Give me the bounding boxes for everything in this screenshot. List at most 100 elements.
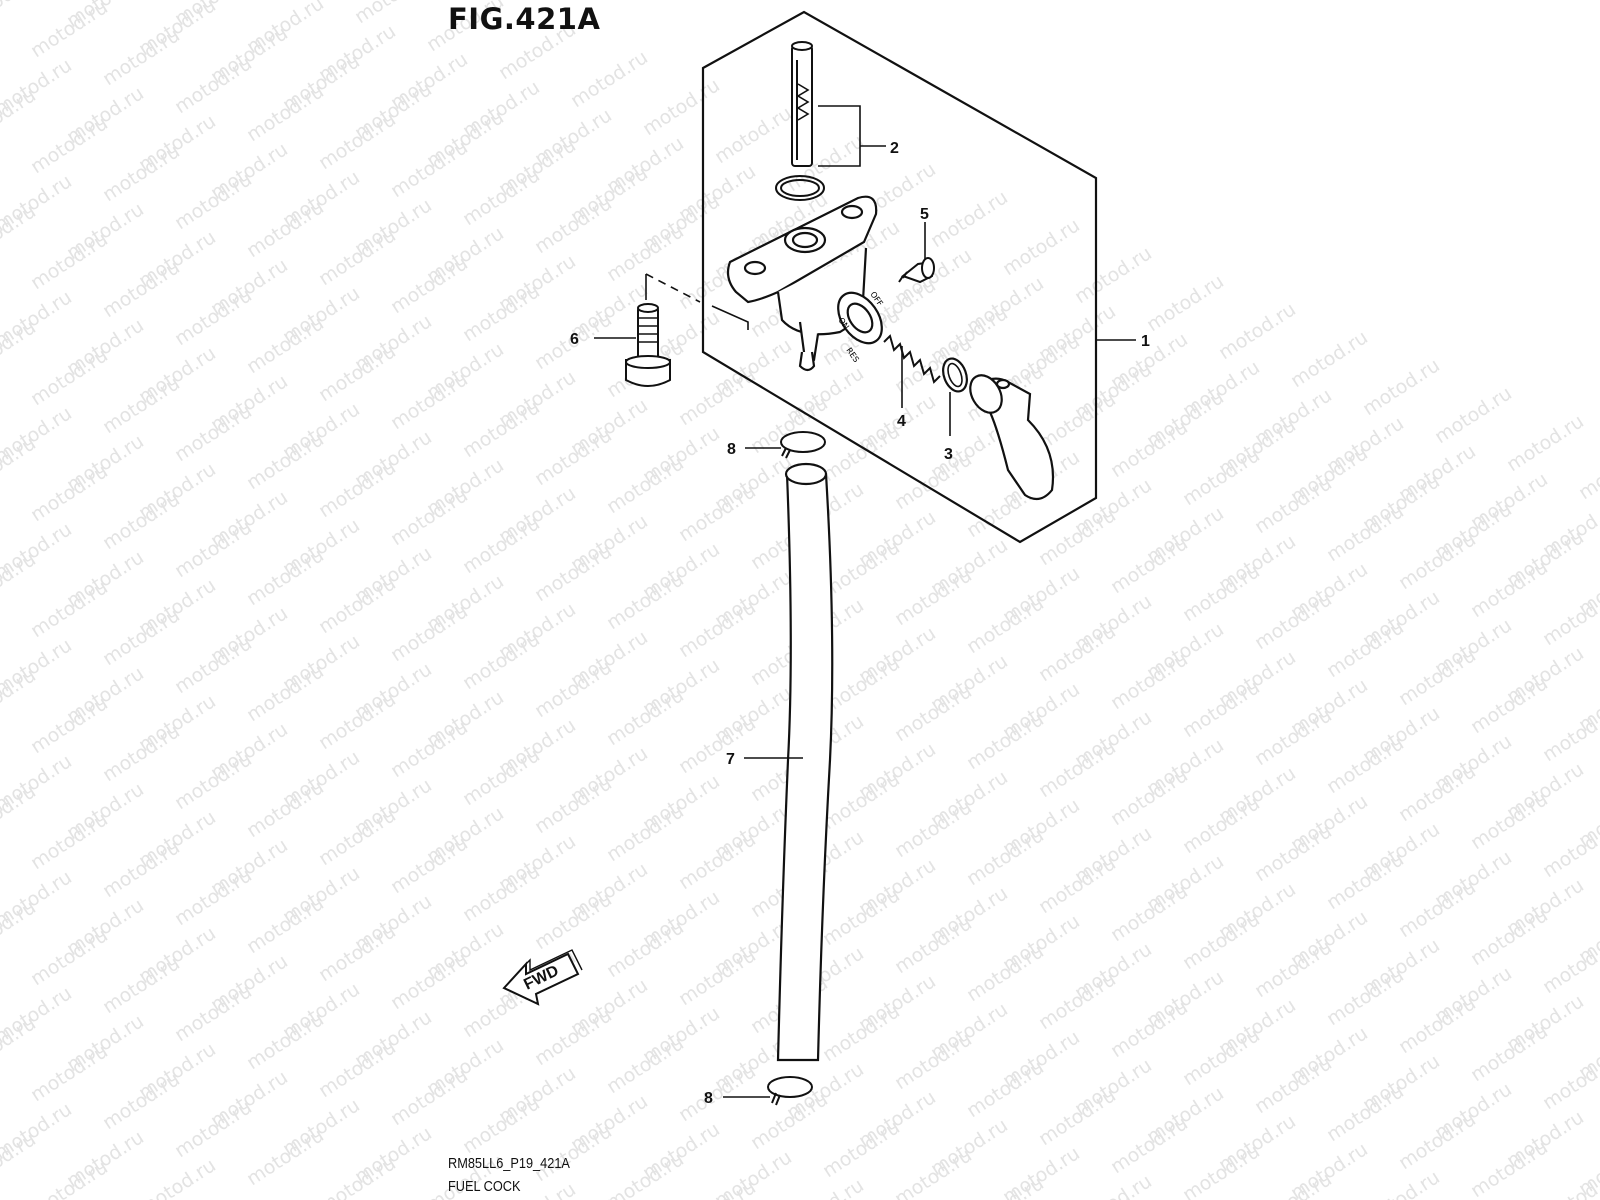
watermark-text: motod.ru [891, 1028, 976, 1094]
watermark-text: motod.ru [99, 720, 184, 786]
watermark-text: motod.ru [1323, 500, 1408, 566]
watermark-text: motod.ru [1107, 648, 1192, 714]
watermark-text: motod.ru [1179, 1024, 1264, 1090]
watermark-text: motod.ru [387, 716, 472, 782]
watermark-text: motod.ru [1035, 852, 1120, 918]
watermark-text: motod.ru [1035, 1084, 1120, 1150]
watermark-text: motod.ru [1359, 354, 1444, 420]
watermark-text: motod.ru [0, 1070, 4, 1136]
watermark-text: motod.ru [1323, 732, 1408, 798]
callout-8-upper: 8 [727, 441, 736, 458]
watermark-text: motod.ru [459, 1092, 544, 1158]
watermark-text: motod.ru [1251, 704, 1336, 770]
watermark-text: motod.ru [927, 186, 1012, 252]
watermark-text: motod.ru [0, 26, 4, 92]
watermark-text: motod.ru [1503, 410, 1588, 476]
watermark-text: motod.ru [747, 1088, 832, 1154]
watermark-text: motod.ru [387, 368, 472, 434]
watermark-text: motod.ru [1467, 1020, 1552, 1086]
watermark-text: motod.ru [1323, 1080, 1408, 1146]
watermark-text: motod.ru [315, 688, 400, 754]
watermark-text: motod.ru [1431, 382, 1516, 448]
watermark-text: motod.ru [1251, 936, 1336, 1002]
watermark-text: motod.ru [27, 1040, 112, 1106]
watermark-text: motod.ru [1395, 528, 1480, 594]
watermark-text: motod.ru [315, 108, 400, 174]
watermark-text: motod.ru [351, 0, 436, 28]
watermark-text: motod.ru [27, 460, 112, 526]
lever-o-ring-inner [947, 362, 963, 388]
watermark-text: motod.ru [99, 952, 184, 1018]
watermark-text: motod.ru [531, 540, 616, 606]
watermark-text: motod.ru [171, 516, 256, 582]
watermark-text: motod.ru [0, 374, 4, 440]
watermark-text: motod.ru [603, 800, 688, 866]
watermark-text: motod.ru [1251, 472, 1336, 538]
fuel-cock-lever [969, 374, 1054, 501]
watermark-text: motod.ru [459, 744, 544, 810]
hose-clamp-lower [767, 1076, 813, 1106]
watermark-text: motod.ru [1323, 616, 1408, 682]
watermark-text: motod.ru [171, 1096, 256, 1162]
watermark-text: motod.ru [963, 824, 1048, 890]
watermark-text: motod.ru [1179, 908, 1264, 974]
watermark-text: motod.ru [387, 948, 472, 1014]
watermark-text: motod.ru [603, 568, 688, 634]
watermark-text: motod.ru [1179, 1140, 1264, 1200]
watermark-text: motod.ru [531, 772, 616, 838]
bolt-reference-stub [711, 305, 749, 330]
watermark-text: motod.ru [963, 940, 1048, 1006]
watermark-text: motod.ru [315, 340, 400, 406]
callout-4: 4 [897, 413, 906, 430]
figure-caption: FUEL COCK [448, 1178, 521, 1195]
plate-screw [898, 257, 935, 284]
watermark-text: motod.ru [27, 808, 112, 874]
watermark-text: motod.ru [1035, 620, 1120, 686]
watermark-text: motod.ru [1035, 968, 1120, 1034]
callout-5: 5 [920, 206, 929, 223]
watermark-text: motod.ru [1323, 964, 1408, 1030]
callout-3: 3 [944, 446, 953, 463]
watermark-text: motod.ru [315, 1036, 400, 1102]
callout-2: 2 [890, 140, 899, 157]
watermark-text: motod.ru [567, 46, 652, 112]
watermark-text: motod.ru [315, 572, 400, 638]
watermark-text: motod.ru [99, 836, 184, 902]
watermark-text: motod.ru [1251, 1052, 1336, 1118]
watermark-text: motod.ru [387, 136, 472, 202]
watermark-text: motod.ru [1107, 1112, 1192, 1178]
watermark-text: motod.ru [783, 1174, 868, 1200]
watermark-text: motod.ru [891, 1144, 976, 1200]
bolt-reference-line [645, 273, 701, 303]
watermark-text: motod.ru [603, 452, 688, 518]
watermark-text: motod.ru [675, 1060, 760, 1126]
watermark-text: motod.ru [243, 892, 328, 958]
callout-1: 1 [1141, 333, 1150, 350]
watermark-text: motod.ru [1251, 588, 1336, 654]
watermark-text: motod.ru [603, 916, 688, 982]
watermark-text: motod.ru [1467, 1136, 1552, 1200]
assembly-outline [701, 10, 1098, 544]
watermark-text: motod.ru [711, 102, 796, 168]
watermark-text: motod.ru [27, 576, 112, 642]
watermark-text: motod.ru [531, 1004, 616, 1070]
watermark-text: motod.ru [315, 920, 400, 986]
watermark-text: motod.ru [171, 400, 256, 466]
watermark-text: motod.ru [171, 748, 256, 814]
mounting-bolt [625, 303, 671, 387]
watermark-text: motod.ru [531, 888, 616, 954]
watermark-text: motod.ru [387, 252, 472, 318]
watermark-text: motod.ru [27, 112, 112, 178]
watermark-text: motod.ru [459, 628, 544, 694]
watermark-text: motod.ru [1179, 792, 1264, 858]
watermark-text: motod.ru [459, 280, 544, 346]
watermark-text: motod.ru [315, 804, 400, 870]
watermark-text: motod.ru [963, 1056, 1048, 1122]
watermark-text: motod.ru [315, 224, 400, 290]
watermark-text: motod.ru [531, 656, 616, 722]
watermark-text: motod.ru [387, 1064, 472, 1130]
watermark-text: motod.ru [171, 52, 256, 118]
watermark-text: motod.ru [1107, 880, 1192, 946]
watermark-text: motod.ru [1467, 672, 1552, 738]
